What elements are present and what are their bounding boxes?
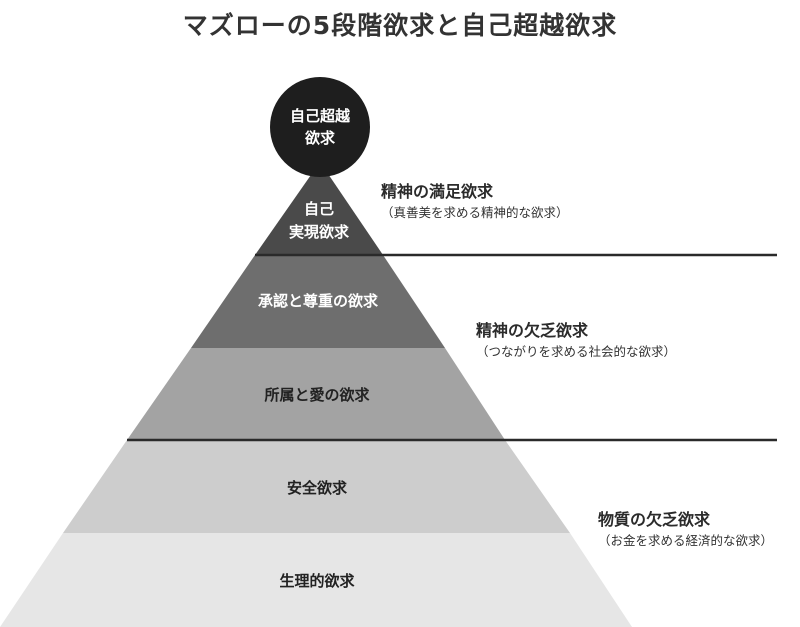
tier-esteem — [191, 255, 445, 348]
group-title: 精神の欠乏欲求 — [476, 321, 589, 340]
group-spiritual-deficiency: 精神の欠乏欲求 （つながりを求める社会的な欲求） — [476, 320, 676, 362]
group-material-deficiency: 物質の欠乏欲求 （お金を求める経済的な欲求） — [598, 509, 773, 551]
tier-label-esteem: 承認と尊重の欲求 — [258, 292, 379, 310]
tier-label-self-actualization-line2: 実現欲求 — [289, 223, 350, 241]
tier-label-physiological: 生理的欲求 — [279, 572, 355, 590]
tier-physiological — [0, 533, 632, 627]
tier-self-actualization — [255, 162, 383, 255]
apex-circle — [270, 77, 370, 177]
group-title: 物質の欠乏欲求 — [598, 510, 711, 529]
group-title: 精神の満足欲求 — [381, 182, 494, 201]
tier-label-belonging: 所属と愛の欲求 — [264, 386, 370, 404]
tier-label-safety: 安全欲求 — [287, 479, 348, 497]
group-subtitle: （真善美を求める精神的な欲求） — [381, 205, 569, 220]
apex-label-line2: 欲求 — [304, 129, 336, 147]
diagram-title: マズローの5段階欲求と自己超越欲求 — [182, 11, 618, 40]
tier-safety — [63, 440, 570, 533]
group-spiritual-satisfaction: 精神の満足欲求 （真善美を求める精神的な欲求） — [381, 181, 569, 223]
tier-belonging — [127, 348, 505, 440]
apex-label-line1: 自己超越 — [290, 107, 351, 125]
group-subtitle: （つながりを求める社会的な欲求） — [476, 344, 677, 359]
group-subtitle: （お金を求める経済的な欲求） — [598, 533, 774, 548]
tier-label-self-actualization-line1: 自己 — [304, 200, 334, 218]
